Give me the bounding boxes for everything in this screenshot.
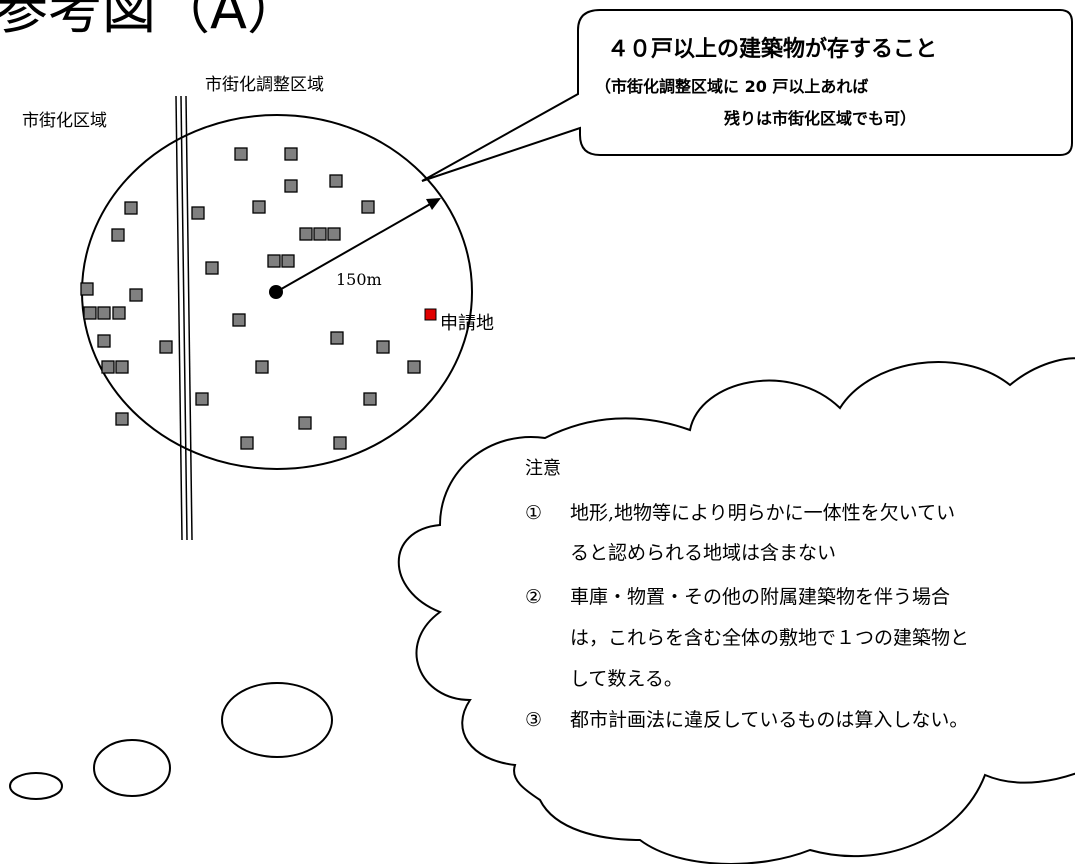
building-marker <box>361 200 375 214</box>
callout-line-3: 残りは市街化区域でも可） <box>724 109 916 128</box>
building-marker <box>284 147 298 161</box>
note-1-number: ① <box>525 502 542 524</box>
building-marker <box>129 288 143 302</box>
building-marker <box>232 313 246 327</box>
building-marker <box>313 227 327 241</box>
building-marker <box>101 360 115 374</box>
radius-arrow-line <box>275 202 433 293</box>
note-2-line-3: して数える。 <box>570 668 683 690</box>
building-marker <box>407 360 421 374</box>
building-marker <box>115 412 129 426</box>
thought-bubble-large <box>221 682 333 758</box>
building-marker <box>234 147 248 161</box>
note-2-number: ② <box>525 586 542 608</box>
building-marker <box>255 360 269 374</box>
building-marker <box>115 360 129 374</box>
boundary-line-3 <box>185 95 193 541</box>
thought-bubble-medium <box>93 739 171 797</box>
building-marker <box>327 227 341 241</box>
building-marker <box>376 340 390 354</box>
building-marker <box>83 306 97 320</box>
boundary-line-2 <box>180 95 188 541</box>
callout-line-1: ４０戸以上の建築物が存すること <box>607 36 937 62</box>
notes-cloud <box>397 357 1075 864</box>
building-marker <box>281 254 295 268</box>
building-marker <box>205 261 219 275</box>
urbanization-control-area-label: 市街化調整区域 <box>205 75 324 95</box>
building-marker <box>112 306 126 320</box>
area-boundary-lines <box>175 95 193 541</box>
building-marker <box>195 392 209 406</box>
building-marker <box>191 206 205 220</box>
building-marker <box>329 174 343 188</box>
boundary-line-1 <box>175 95 183 541</box>
application-site-marker <box>424 308 437 321</box>
buildings-group <box>80 147 421 450</box>
building-marker <box>363 392 377 406</box>
thought-bubble-small <box>9 772 63 800</box>
building-marker <box>97 306 111 320</box>
page-title: 参考図（A） <box>0 0 301 41</box>
building-marker <box>284 179 298 193</box>
note-3-line-1: 都市計画法に違反しているものは算入しない。 <box>570 709 968 731</box>
building-marker <box>159 340 173 354</box>
building-marker <box>330 331 344 345</box>
radius-arrow-head <box>426 198 441 210</box>
note-1-line-2: ると認められる地域は含まない <box>570 542 836 564</box>
building-marker <box>124 201 138 215</box>
notes-heading: 注意 <box>525 458 561 479</box>
note-2-line-2: は，これらを含む全体の敷地で１つの建築物と <box>570 627 969 649</box>
building-marker <box>267 254 281 268</box>
building-marker <box>299 227 313 241</box>
building-marker <box>80 282 94 296</box>
building-marker <box>333 436 347 450</box>
note-1-line-1: 地形,地物等により明らかに一体性を欠いてい <box>570 502 955 524</box>
building-marker <box>298 416 312 430</box>
building-marker <box>252 200 266 214</box>
callout-box <box>421 9 1073 182</box>
note-3-number: ③ <box>525 709 542 731</box>
urbanization-area-label: 市街化区域 <box>22 111 107 131</box>
callout-line-2: （市街化調整区域に 20 戸以上あれば <box>595 77 868 96</box>
application-site-label: 申請地 <box>440 313 494 334</box>
building-marker <box>97 334 111 348</box>
building-marker <box>111 228 125 242</box>
note-2-line-1: 車庫・物置・その他の附属建築物を伴う場合 <box>570 586 950 608</box>
radius-label: 150m <box>336 270 382 289</box>
building-marker <box>240 436 254 450</box>
